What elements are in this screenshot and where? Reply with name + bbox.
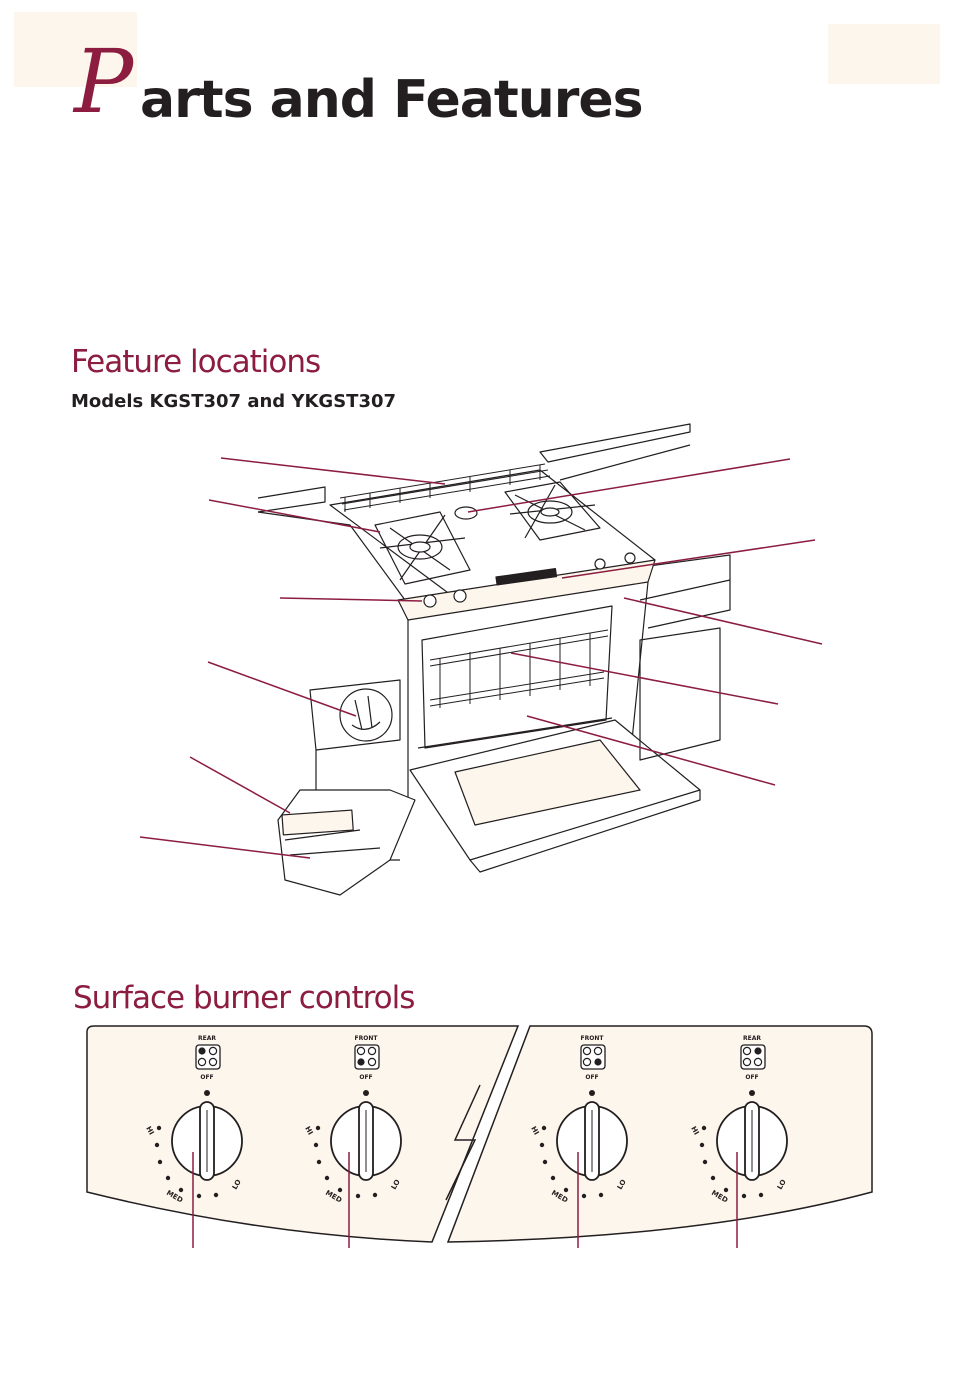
feature-locations-heading: Feature locations xyxy=(71,344,321,380)
title-initial: P xyxy=(74,30,134,133)
knob-off-label: OFF xyxy=(745,1074,758,1081)
knob-hi-label: HI xyxy=(144,1125,155,1136)
knob-rear-right[interactable]: REAR OFF HI MED LO xyxy=(689,1035,788,1205)
corner-tab-right xyxy=(828,24,940,84)
knob-leader-lines xyxy=(192,1152,738,1248)
knob-front-right[interactable]: FRONT OFF HI MED LO xyxy=(529,1035,628,1205)
knob-position-label: FRONT xyxy=(355,1035,379,1042)
knob-hi-label: HI xyxy=(529,1125,540,1136)
knob-off-label: OFF xyxy=(585,1074,598,1081)
title-text: arts and Features xyxy=(140,70,644,130)
knob-hi-label: HI xyxy=(689,1125,700,1136)
knob-off-label: OFF xyxy=(200,1074,213,1081)
corner-tab-left xyxy=(14,12,137,87)
knob-position-label: FRONT xyxy=(581,1035,605,1042)
knob-position-label: REAR xyxy=(743,1035,761,1042)
knob-position-label: REAR xyxy=(198,1035,216,1042)
knob-rear-left[interactable]: REAR OFF HI MED LO xyxy=(144,1035,243,1205)
models-subheading: Models KGST307 and YKGST307 xyxy=(71,391,397,412)
surface-burner-controls-heading: Surface burner controls xyxy=(73,980,415,1016)
knob-hi-label: HI xyxy=(303,1125,314,1136)
knob-off-label: OFF xyxy=(359,1074,372,1081)
